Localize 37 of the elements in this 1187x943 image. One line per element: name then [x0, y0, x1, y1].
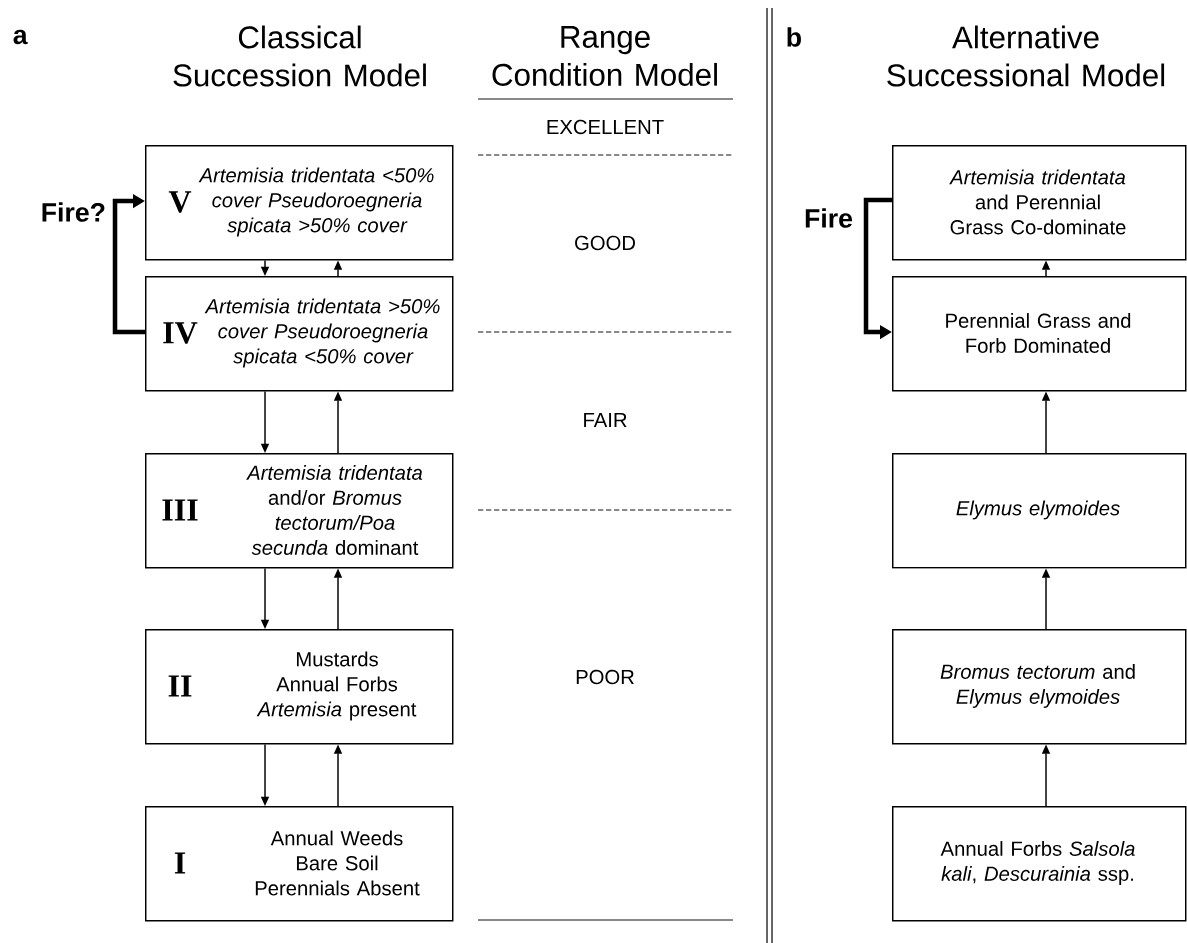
stage-box [892, 453, 1187, 569]
stage-text: Perennial Grass and Forb Dominated [946, 313, 1131, 353]
stage-numeral: II [168, 675, 192, 697]
stage-text: Elymus elymoides [956, 500, 1120, 520]
stage-box [145, 629, 454, 745]
stage-text: Artemisia tridentata and/or Bromus tectorum/Poa secunda dominant [246, 465, 423, 555]
stage-text: Artemisia tridentata >50% cover Pseudoroegneria spicata <50% cover [204, 298, 440, 368]
stage-numeral: III [162, 499, 198, 521]
stage-box [892, 145, 1187, 261]
stage-text: Bromus tectorum and Elymus elymoides [940, 664, 1135, 708]
condition-label: POOR [576, 669, 634, 685]
condition-label: FAIR [584, 413, 627, 427]
stage-box [145, 806, 454, 922]
stage-numeral: IV [163, 322, 198, 344]
stage-numeral: I [174, 852, 186, 874]
stage-box [145, 145, 454, 261]
stage-text: Mustards Annual Forbs Artemisia present [256, 651, 417, 721]
stage-text: Annual Forbs Salsola kali, Descurainia ssp. [940, 841, 1135, 885]
stage-box [145, 453, 454, 569]
condition-label: EXCELLENT [547, 119, 664, 135]
stage-box [892, 806, 1187, 922]
stage-box [145, 276, 454, 392]
column-title: Range Condition Model [492, 26, 717, 86]
stage-box [892, 276, 1187, 392]
panel-title: Classical Succession Model [173, 25, 426, 87]
edge-label: Fire [805, 208, 853, 228]
arrow [112, 193, 145, 335]
condition-label: GOOD [575, 235, 635, 251]
panel-letter: b [787, 27, 801, 47]
panel-letter: a [13, 29, 28, 45]
panel-title: Alternative Successional Model [887, 25, 1165, 87]
edge-label: Fire? [42, 202, 105, 222]
stage-text: Artemisia tridentata and Perennial Grass Co-dominate [949, 169, 1126, 235]
stage-text: Artemisia tridentata <50% cover Pseudoroegneria spicata >50% cover [198, 167, 434, 237]
stage-numeral: V [168, 191, 192, 213]
stage-box [892, 629, 1187, 745]
stage-text: Annual Weeds Bare Soil Perennials Absent [255, 830, 420, 896]
